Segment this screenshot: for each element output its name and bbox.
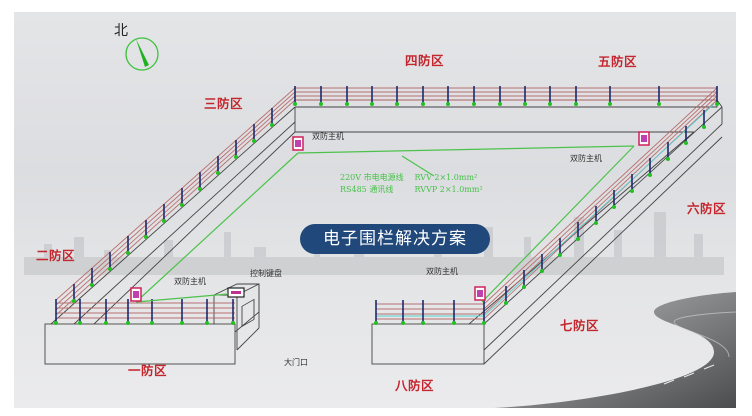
zone-8-label: 八防区 (395, 378, 435, 393)
zone-4-label: 四防区 (405, 53, 445, 68)
cable-comm-spec: RVVP 2×1.0mm² (414, 185, 483, 194)
fence-posts (55, 86, 718, 322)
zone-6-label: 六防区 (687, 201, 727, 216)
host-label-top-right: 双防主机 (570, 154, 602, 163)
cable-legend-row-comm: RS485 通讯线 RVVP 2×1.0mm² (340, 184, 483, 196)
host-label-top-left: 双防主机 (312, 132, 344, 141)
fence-layout-drawing (24, 37, 736, 408)
road-lane-dashes (663, 364, 715, 385)
north-compass-icon (125, 37, 159, 71)
fence-wires (55, 87, 718, 320)
zone-1-label: 一防区 (128, 363, 168, 378)
host-label-bottom-left: 双防主机 (174, 277, 206, 286)
cable-power-spec: RVV 2×1.0mm² (414, 173, 478, 182)
diagram-canvas: 北 一防区 二防区 三防区 四防区 五防区 六防区 七防区 八防区 双防主机 双… (14, 12, 736, 408)
cable-legend-row-power: 220V 市电电源线 RVV 2×1.0mm² (340, 172, 483, 184)
cable-comm-name: RS485 通讯线 (340, 185, 394, 194)
control-keyboard-icon (227, 287, 245, 298)
road-graphic (494, 292, 736, 408)
host-icon-bottom-right (474, 286, 486, 301)
host-icon-bottom-left (130, 287, 142, 302)
host-unit-icons (130, 131, 650, 302)
zone-7-label: 七防区 (560, 318, 600, 333)
skyline-background (24, 212, 724, 275)
insulators (54, 102, 719, 325)
cable-legend: 220V 市电电源线 RVV 2×1.0mm² RS485 通讯线 RVVP 2… (340, 172, 483, 196)
host-label-bottom-right: 双防主机 (426, 267, 458, 276)
zone-3-label: 三防区 (204, 96, 244, 111)
host-icon-top-right (638, 131, 650, 146)
diagram-title: 电子围栏解决方案 (300, 224, 490, 254)
control-keyboard-label: 控制键盘 (250, 269, 282, 278)
cable-route (135, 145, 635, 303)
cable-power-name: 220V 市电电源线 (340, 173, 404, 182)
north-label: 北 (114, 23, 128, 39)
host-icon-top-left (292, 136, 304, 151)
gate-label: 大门口 (284, 358, 308, 367)
zone-5-label: 五防区 (598, 54, 638, 69)
zone-2-label: 二防区 (36, 248, 76, 263)
